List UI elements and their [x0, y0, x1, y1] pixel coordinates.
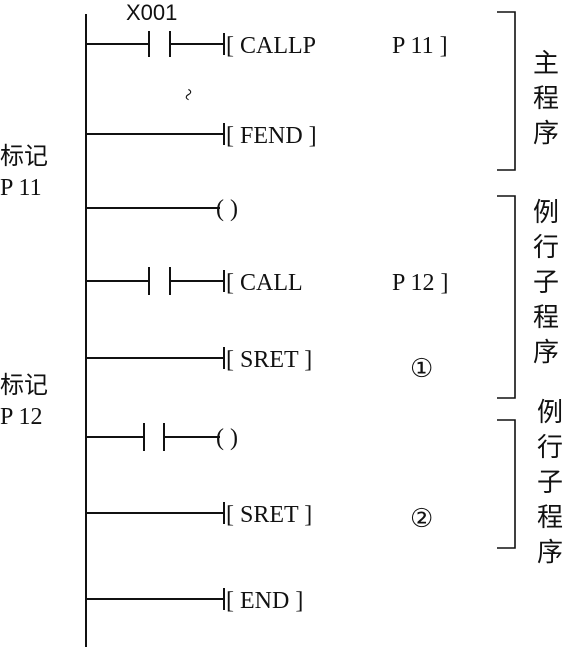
rung-1: [86, 31, 225, 57]
svg-text:程: 程: [533, 303, 559, 333]
svg-text:主: 主: [533, 49, 559, 79]
svg-text:例: 例: [533, 198, 559, 228]
instruction-call: [ CALL: [226, 270, 303, 296]
svg-text:程: 程: [537, 503, 563, 533]
contact-label-x001: X001: [126, 0, 177, 25]
instruction-callp: [ CALLP: [226, 33, 316, 59]
svg-text:子: 子: [533, 268, 559, 298]
circled-two: ②: [410, 504, 433, 534]
svg-text:序: 序: [533, 338, 559, 368]
circled-one: ①: [410, 354, 433, 384]
pointer-p11-callp: P 11 ]: [392, 33, 448, 59]
rung-6: [86, 423, 220, 451]
svg-text:例: 例: [537, 398, 563, 428]
label-mark-1: 标记: [0, 142, 48, 170]
svg-text:序: 序: [537, 538, 563, 568]
svg-text:程: 程: [533, 84, 559, 114]
section-label-subroutine-1: 例 行 子 程 序: [533, 198, 559, 368]
svg-text:行: 行: [533, 233, 559, 263]
label-p11: P 11: [0, 175, 42, 201]
instruction-end: [ END ]: [226, 588, 303, 614]
omission-mark: ~: [174, 85, 202, 105]
instruction-sret-2: [ SRET ]: [226, 502, 312, 528]
rung-2: [86, 123, 225, 145]
svg-text:子: 子: [537, 468, 563, 498]
bracket-main-program: [497, 11, 516, 171]
rung-4: [86, 267, 225, 295]
rung-5: [86, 347, 225, 369]
section-label-main: 主 程 序: [533, 49, 559, 149]
svg-text:序: 序: [533, 119, 559, 149]
output-coil-2: ( ): [216, 425, 238, 451]
label-mark-2: 标记: [0, 371, 48, 399]
svg-text:行: 行: [537, 433, 563, 463]
bracket-subroutine-1: [497, 195, 516, 399]
pointer-p12-call: P 12 ]: [392, 270, 448, 296]
instruction-fend: [ FEND ]: [226, 123, 317, 149]
rung-8: [86, 588, 225, 610]
instruction-sret-1: [ SRET ]: [226, 347, 312, 373]
bracket-subroutine-2: [497, 419, 516, 549]
rung-7: [86, 502, 225, 524]
label-p12: P 12: [0, 404, 42, 430]
section-label-subroutine-2: 例 行 子 程 序: [537, 398, 563, 568]
output-coil-1: ( ): [216, 196, 238, 222]
